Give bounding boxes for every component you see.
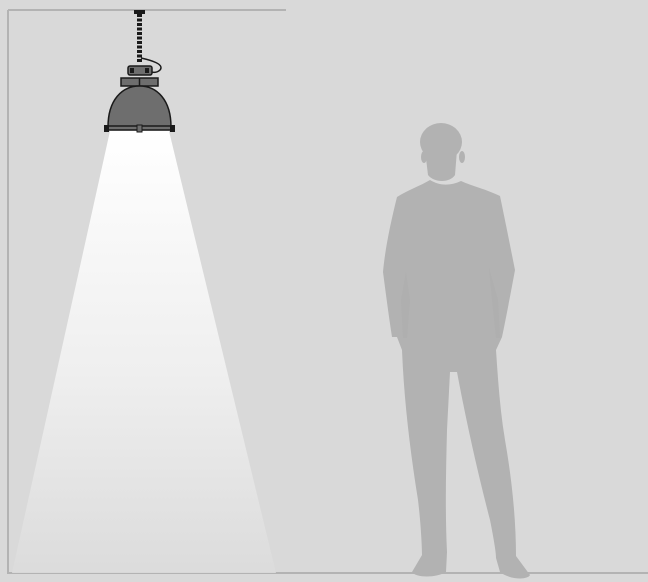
person-silhouette-icon [383,123,530,578]
pendant-lamp-icon [104,10,175,132]
light-beam [12,131,276,573]
